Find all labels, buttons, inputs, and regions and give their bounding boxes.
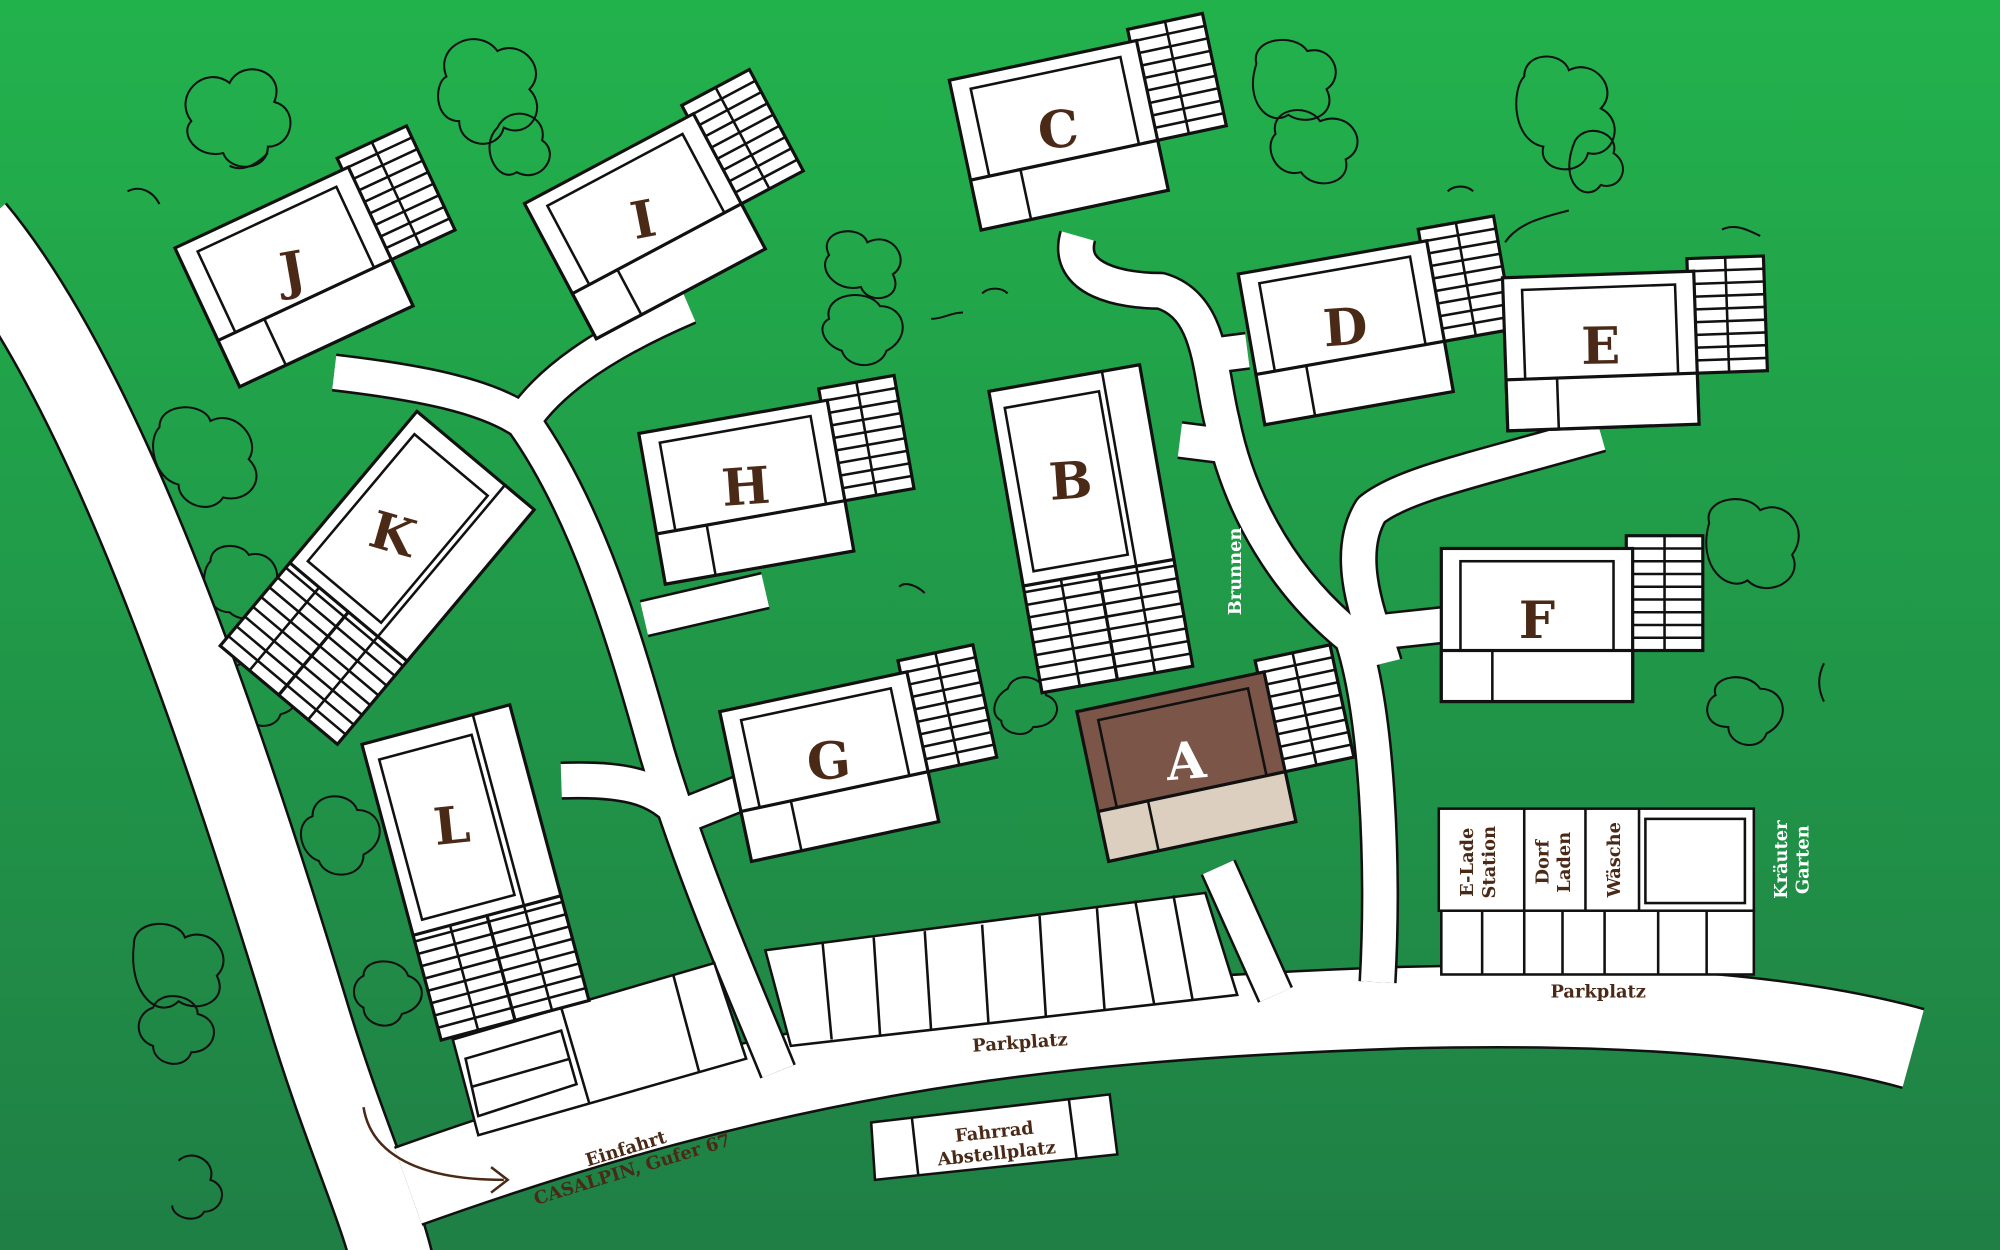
building-e[interactable]: E: [1500, 254, 1769, 433]
roads: [0, 202, 1925, 1250]
building-label: G: [805, 730, 853, 793]
building-f[interactable]: F: [1439, 534, 1705, 704]
trees: [127, 38, 1825, 1220]
e-lade-station-label: E-LadeStation: [1457, 826, 1500, 899]
parkplatz-right-label: Parkplatz: [1550, 981, 1645, 1002]
building-a[interactable]: A: [1074, 643, 1364, 864]
kraeuter-garten-label: KräuterGarten: [1771, 820, 1814, 899]
building-j[interactable]: J: [170, 124, 477, 389]
building-i[interactable]: I: [518, 67, 827, 341]
footpaths: [331, 230, 1607, 1079]
building-label: D: [1321, 296, 1369, 359]
building-b[interactable]: B: [987, 362, 1195, 695]
building-label: L: [431, 795, 473, 858]
building-l[interactable]: L: [359, 702, 591, 1042]
building-label: H: [720, 456, 772, 519]
building-h[interactable]: H: [636, 373, 923, 587]
service-building: E-LadeStation DorfLaden Wäsche: [1437, 807, 1756, 912]
entrance-arrow-icon: [362, 1106, 510, 1194]
parking-lot-main: [451, 891, 1239, 1137]
dorf-laden-label: DorfLaden: [1532, 832, 1575, 893]
building-label: F: [1519, 591, 1555, 651]
parking-lot-right: [1440, 906, 1756, 976]
building-k[interactable]: K: [218, 409, 537, 746]
waesche-label: Wäsche: [1604, 822, 1625, 898]
brunnen-label: Brunnen: [1225, 528, 1246, 616]
building-label: A: [1163, 730, 1210, 793]
building-label: C: [1036, 99, 1081, 162]
building-label: E: [1581, 316, 1621, 377]
building-d[interactable]: D: [1236, 214, 1522, 427]
building-g[interactable]: G: [717, 643, 1007, 864]
building-label: B: [1047, 450, 1094, 513]
building-c[interactable]: C: [947, 11, 1237, 232]
